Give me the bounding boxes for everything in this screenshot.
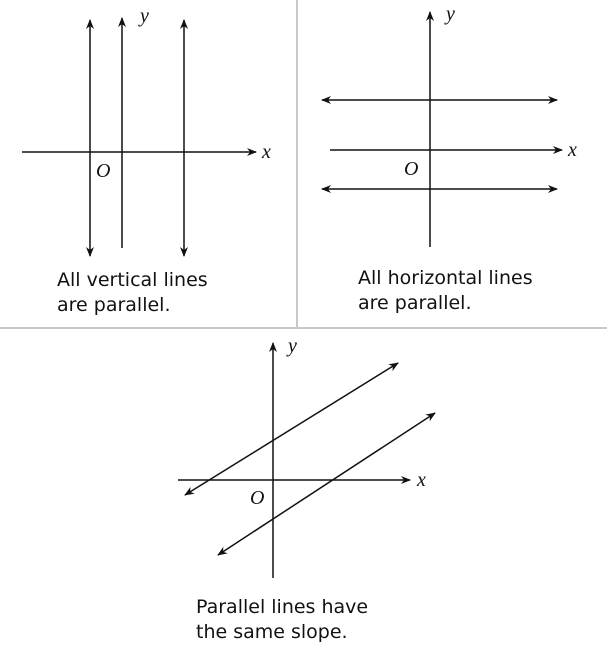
origin-label: O <box>96 160 110 182</box>
panel-same-slope <box>178 342 436 578</box>
caption-line-2: the same slope. <box>196 621 348 643</box>
caption-line-2: are parallel. <box>358 292 472 314</box>
sloped-line-2 <box>217 412 436 556</box>
y-label: y <box>444 3 455 25</box>
panel-horizontal-lines <box>321 11 563 247</box>
sloped-line-1 <box>184 362 399 496</box>
x-label: x <box>261 141 271 163</box>
y-label: y <box>138 5 149 27</box>
origin-label: O <box>250 487 264 509</box>
caption-line-1: Parallel lines have <box>196 596 368 618</box>
caption-line-1: All horizontal lines <box>358 267 533 289</box>
x-label: x <box>416 469 426 491</box>
dividers <box>0 0 607 329</box>
y-label: y <box>286 335 297 357</box>
caption-line-1: All vertical lines <box>57 269 208 291</box>
origin-label: O <box>404 158 418 180</box>
x-label: x <box>567 139 577 161</box>
panel-vertical-lines <box>22 17 257 257</box>
caption-line-2: are parallel. <box>57 294 171 316</box>
